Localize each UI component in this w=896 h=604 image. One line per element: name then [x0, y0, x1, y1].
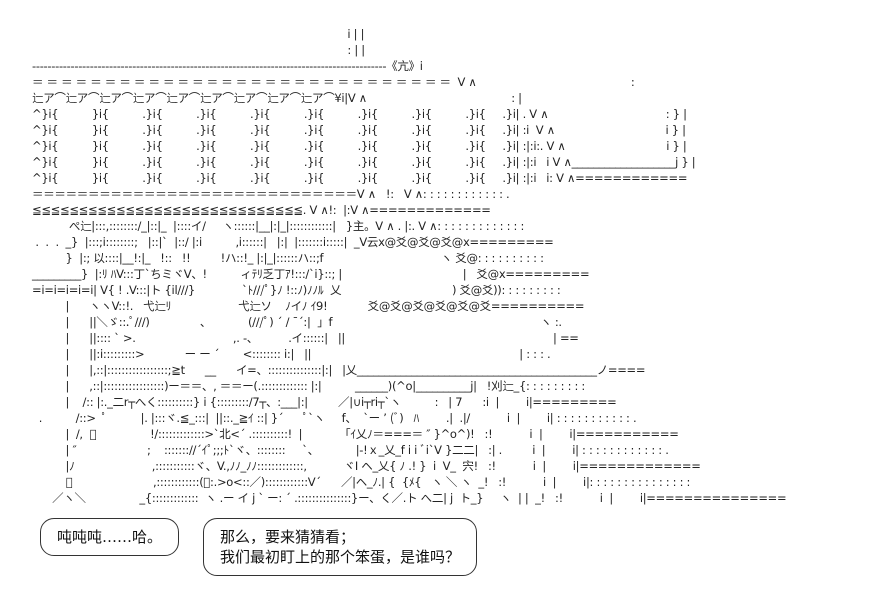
art-line: | /:: |:._二r┬へく::::::::::} i {:::::::::/… [32, 395, 617, 409]
art-line: | ″ ; ::::::://´ｲﾟ;;;ﾄ`ヾ、:::::::: `、 |-!… [32, 443, 669, 457]
art-line: | ヽヽV::!. 弋辷ﾘ 弋辷ソ ﾉイﾉ ｲ9! 爻@爻@爻@爻@爻@爻===… [32, 299, 585, 313]
art-line: | /, ﾟ !/:::::::::::::>`北<´ .::::::::::!… [32, 427, 679, 441]
art-line: | |,::|:::::::::::::::::;≧t __ イ=、::::::… [32, 363, 646, 377]
art-line: =i=i=i=i=i| V{ ! .V:::|ト {il///} `ﾄ///ﾟ}… [32, 283, 561, 297]
art-line: | ||＼ゞ::.ﾟ///) 、 (///ﾟ) ´ / ¯´:| 」f ヽ :. [32, 315, 563, 329]
art-line: ^}i{ }i{ .}i{ .}i{ .}i{ .}i{ .}i{ .}i{ .… [32, 123, 686, 137]
art-line: ﾟ ,::::::::::::(＼:.>o<::／)::::::::::::V´… [32, 475, 691, 489]
art-line: | ,::|:::::::::::::::::)ー＝＝、, ＝＝ー(.:::::… [32, 379, 586, 393]
art-line: i | | [32, 27, 365, 41]
art-line: ^}i{ }i{ .}i{ .}i{ .}i{ .}i{ .}i{ .}i{ .… [32, 107, 687, 121]
ascii-art: i | | : | | -----------------------------… [32, 26, 787, 506]
art-line: ぺ辷|:::,::::::::/_|::|_ |::::イ/ ヽ::::::|_… [32, 219, 525, 233]
art-line: 辷ア⌒辷ア⌒辷ア⌒辷ア⌒辷ア⌒辷ア⌒辷ア⌒辷ア⌒辷ア⌒¥i|V ∧ : | [32, 91, 522, 105]
speech-bubble-small: 吨吨吨……哈。 [40, 518, 180, 556]
art-line: ----------------------------------------… [32, 59, 423, 73]
art-line: | ||:::: ` >. ,. -、 .イ::::::| || | == [32, 331, 579, 345]
art-line: ＝＝＝＝＝＝＝＝＝＝＝＝＝＝＝＝＝＝＝＝＝＝＝＝＝＝＝＝＝V ∧ !: V ∧:… [32, 187, 510, 201]
speech-bubbles: 吨吨吨……哈。 那么，要来猜猜看； 我们最初盯上的那个笨蛋，是谁吗？ [40, 518, 478, 576]
art-line: . . . _} |:::;i::::::::; |::|` |::/ |:i … [32, 235, 554, 249]
art-line: ／ヽ＼ _{::::::::::::: ヽ .ー イ j ` ー: ´ .:::… [32, 491, 787, 505]
art-line: | ||:i:::::::::> ー ー ´ <:::::::: i:| || … [32, 347, 551, 361]
art-line: ^}i{ }i{ .}i{ .}i{ .}i{ .}i{ .}i{ .}i{ .… [32, 155, 696, 169]
speech-bubble-large: 那么，要来猜猜看； 我们最初盯上的那个笨蛋，是谁吗？ [203, 518, 478, 576]
art-line: : | | [32, 43, 365, 57]
art-line: ≦≦≦≦≦≦≦≦≦≦≦≦≦≦≦≦≦≦≦≦≦≦≦≦≦≦≦≦≦. V ∧!: |:V… [32, 203, 491, 217]
speech-text-small: 吨吨吨……哈。 [57, 528, 163, 546]
speech-line: 那么，要来猜猜看； [220, 528, 356, 546]
art-line: ^}i{ }i{ .}i{ .}i{ .}i{ .}i{ .}i{ .}i{ .… [32, 171, 688, 185]
art-line: |ﾉ ,:::::::::::ヾ、V.,ﾉﾉ_ﾉﾉ:::::::::::::, … [32, 459, 701, 473]
speech-line: 我们最初盯上的那个笨蛋，是谁吗？ [220, 548, 461, 566]
art-line: ^}i{ }i{ .}i{ .}i{ .}i{ .}i{ .}i{ .}i{ .… [32, 139, 687, 153]
art-line: . /::> ﾟ |. |:::ヾ.≦_:::| ||::._≧ｲ ::| }´… [32, 411, 637, 425]
art-line: _________} |:ﾘ ﾊV:::丁`ちミヾV、! ィﾃﾘ乏丁ｱ!:::/… [32, 267, 590, 281]
art-line: } |:; 以::::|__!:|_ !:: !! !ハ::!_ |:|_|::… [32, 251, 544, 265]
art-line: ＝ ＝ ＝ ＝ ＝ ＝ ＝ ＝ ＝ ＝ ＝ ＝ ＝ ＝ ＝ ＝ ＝ ＝ ＝ ＝ … [32, 75, 635, 89]
